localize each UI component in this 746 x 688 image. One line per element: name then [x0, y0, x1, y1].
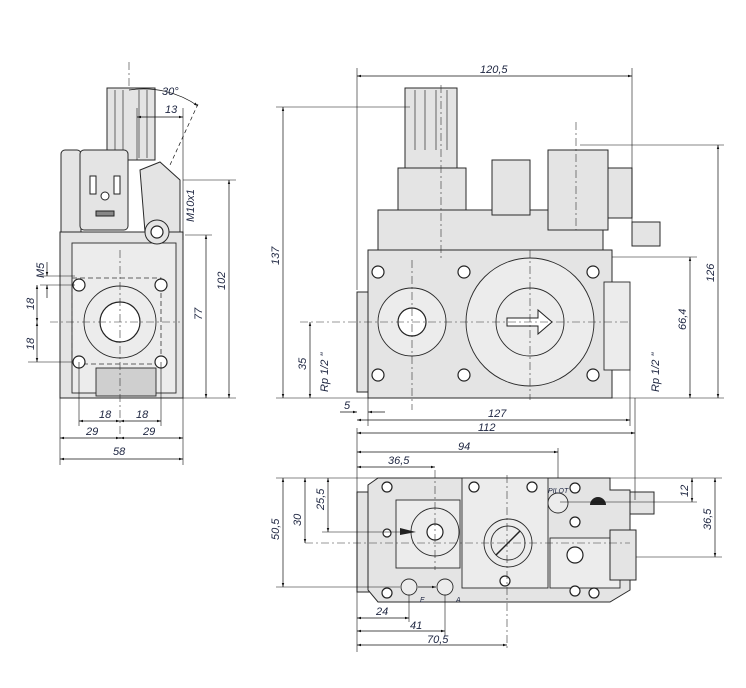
- pilot-port-label: PILOT: [548, 488, 569, 495]
- dim-94: 94: [458, 441, 470, 453]
- dim-29-right: 29: [142, 426, 155, 438]
- dim-18-left: 18: [99, 409, 112, 421]
- bottom-view: PILOT E A 112 94 36,5 50,5 30 25: [270, 398, 722, 652]
- dim-58: 58: [113, 446, 126, 458]
- front-bolt-holes: [371, 265, 600, 382]
- bottom-bolt-holes: [381, 481, 600, 599]
- dim-77: 77: [193, 307, 205, 320]
- dim-137: 137: [270, 246, 282, 265]
- outlet-thread-label: Rp 1/2 ": [650, 352, 662, 392]
- dim-13: 13: [165, 104, 178, 116]
- dim-18-lower: 18: [25, 337, 37, 350]
- port-a-label: A: [455, 597, 461, 604]
- dim-66-4: 66,4: [677, 309, 689, 330]
- dim-112: 112: [478, 422, 496, 434]
- thread-m5: M5: [35, 262, 47, 278]
- pressure-fitting: [139, 161, 181, 233]
- electrical-plug: [79, 149, 129, 231]
- dim-18-upper: 18: [25, 297, 37, 310]
- side-view: 30° 13 M10x1 102 77 M5 18 18 18 18 29 29…: [25, 62, 236, 465]
- dim-102: 102: [216, 272, 228, 290]
- inlet-thread-label: Rp 1/2 ": [319, 352, 331, 392]
- dim-70-5: 70,5: [427, 634, 449, 646]
- dim-35: 35: [297, 357, 309, 370]
- dim-127: 127: [488, 408, 507, 420]
- dim-25-5: 25,5: [315, 488, 327, 511]
- front-connector: [404, 87, 458, 169]
- dim-41: 41: [410, 620, 422, 632]
- dim-36-5-top: 36,5: [388, 455, 410, 467]
- dim-120-5: 120,5: [480, 64, 508, 76]
- dim-18-right: 18: [136, 409, 149, 421]
- outlet-fitting: [631, 221, 661, 247]
- dim-24: 24: [375, 606, 388, 618]
- angle-30-label: 30°: [162, 86, 179, 98]
- port-e-label: E: [420, 597, 425, 604]
- dim-29-left: 29: [85, 426, 98, 438]
- test-point-a: [436, 578, 454, 596]
- dim-5: 5: [344, 400, 351, 412]
- thread-m10x1: M10x1: [185, 189, 197, 222]
- test-point-e: [400, 578, 418, 596]
- bolt-holes: [72, 278, 168, 369]
- front-view: 120,5 137 126 66,4 35 Rp 1/2 " Rp 1/2 " …: [270, 64, 724, 426]
- dim-36-5-right: 36,5: [702, 508, 714, 530]
- dim-50-5: 50,5: [270, 518, 282, 540]
- bottom-outlet-fitting: [629, 491, 655, 515]
- dim-126: 126: [705, 263, 717, 282]
- pilot-tube: [60, 149, 82, 239]
- connector-housing: [106, 87, 156, 161]
- dim-30: 30: [292, 513, 304, 526]
- dim-12: 12: [679, 485, 691, 497]
